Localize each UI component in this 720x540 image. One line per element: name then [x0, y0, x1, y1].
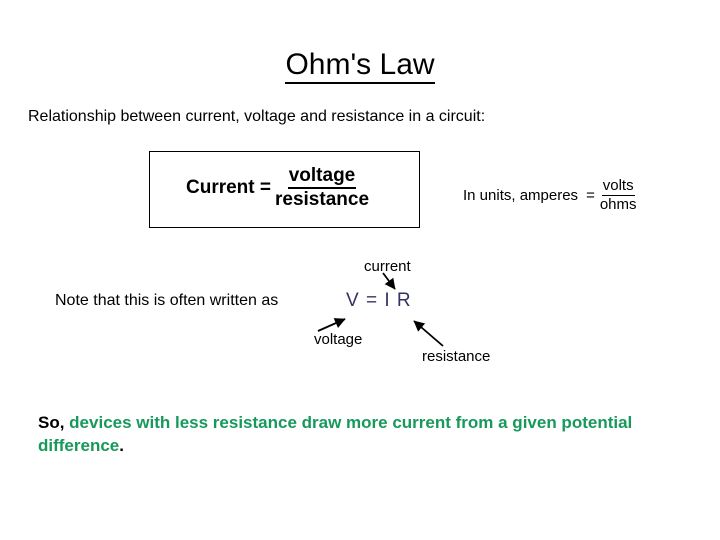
- units-prefix: In units, amperes: [463, 186, 579, 204]
- equation-box: Current = voltage resistance: [149, 151, 420, 228]
- current-label: current: [364, 258, 411, 275]
- equation-denominator: resistance: [275, 188, 370, 210]
- conclusion-body: devices with less resistance draw more c…: [38, 413, 633, 455]
- units-numerator: volts: [601, 177, 635, 196]
- equation-fraction: voltage resistance: [274, 166, 370, 210]
- vir-formula: V = I R: [346, 290, 412, 311]
- units-denominator: ohms: [599, 195, 637, 213]
- voltage-label: voltage: [314, 331, 363, 348]
- units-fraction: volts ohms: [599, 178, 638, 213]
- page-title: Ohm's Law: [0, 48, 720, 84]
- ohms-law-equation: Current = voltage resistance: [186, 166, 370, 210]
- units-expression: In units, amperes = volts ohms: [463, 178, 638, 213]
- page-title-text: Ohm's Law: [285, 48, 435, 84]
- resistance-label: resistance: [422, 348, 491, 365]
- equation-numerator: voltage: [287, 166, 357, 189]
- note-text: Note that this is often written as: [55, 292, 279, 309]
- subtitle-text: Relationship between current, voltage an…: [28, 108, 486, 125]
- conclusion-period: .: [119, 435, 124, 455]
- equation-left-side: Current =: [186, 176, 271, 198]
- units-equals-sign: =: [586, 186, 595, 204]
- conclusion-text: So, devices with less resistance draw mo…: [38, 412, 663, 458]
- conclusion-lead: So,: [38, 413, 65, 432]
